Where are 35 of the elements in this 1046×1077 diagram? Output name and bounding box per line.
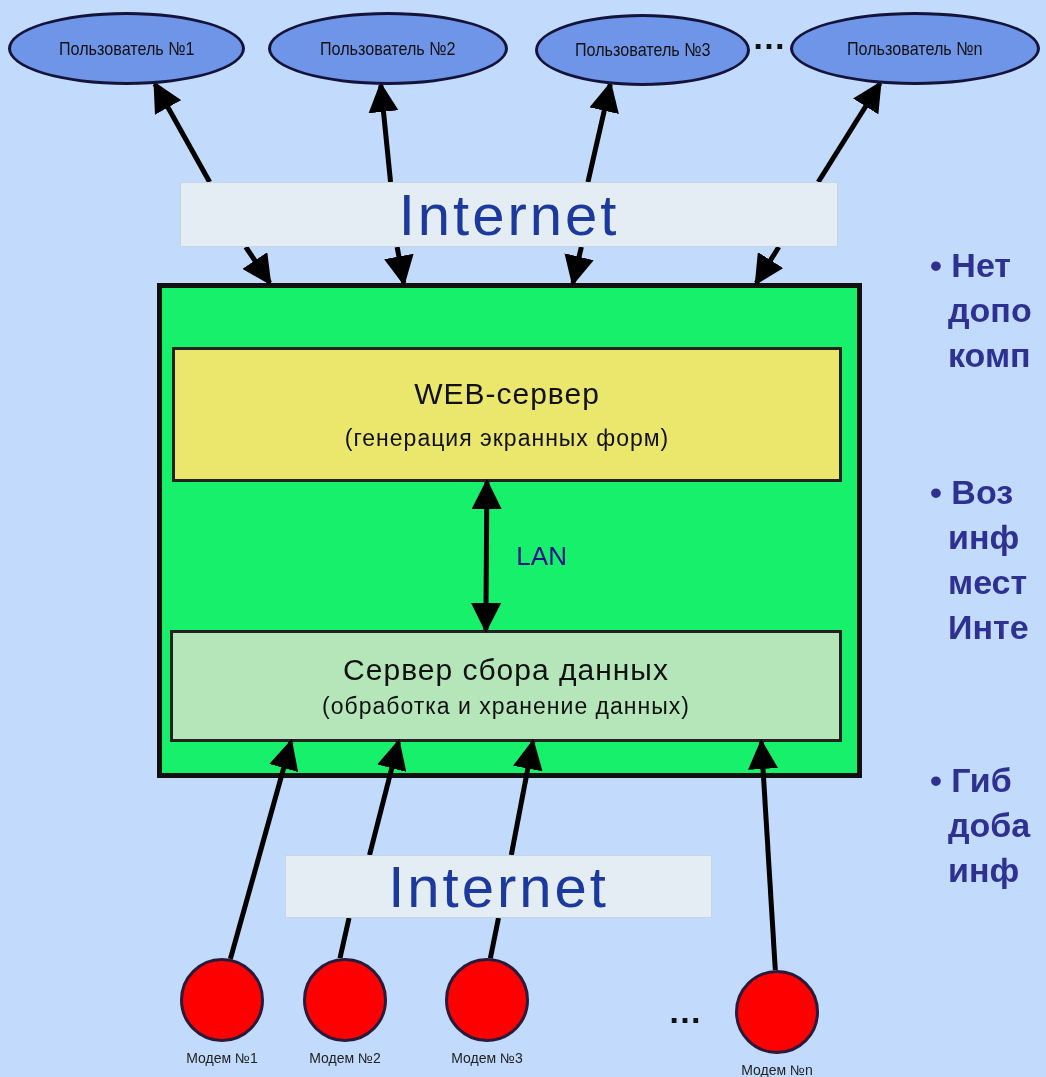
arrow bbox=[748, 739, 778, 971]
user-label: Пользователь №2 bbox=[320, 37, 456, 60]
arrow bbox=[564, 246, 594, 286]
bullet-point-text: • Гиб доба инф bbox=[930, 760, 1032, 891]
ellipsis-mark: … bbox=[752, 18, 786, 57]
arrow bbox=[367, 739, 407, 856]
arrow bbox=[242, 245, 272, 286]
data-server-box bbox=[170, 630, 842, 742]
box-subtitle: (генерация экранных форм) bbox=[344, 425, 670, 452]
modem-caption: Модем №n bbox=[741, 1062, 813, 1077]
web-server-box bbox=[172, 347, 842, 482]
modem-caption: Модем №1 bbox=[186, 1050, 258, 1066]
box-subtitle: (обработка и хранение данных) bbox=[322, 692, 690, 720]
arrow bbox=[508, 739, 543, 856]
band-label: Internet bbox=[388, 857, 609, 916]
arrow bbox=[228, 739, 299, 960]
box-title: WEB-сервер bbox=[414, 377, 600, 411]
arrow bbox=[754, 245, 784, 286]
bullet-point-text: • Нет допо комп bbox=[930, 245, 1033, 376]
arrow bbox=[816, 81, 883, 184]
user-label: Пользователь №1 bbox=[58, 37, 195, 60]
box-title: Сервер сбора данных bbox=[343, 652, 669, 687]
user-label: Пользователь №n bbox=[847, 37, 983, 60]
arrow bbox=[152, 81, 212, 184]
modem-caption: Модем №2 bbox=[309, 1050, 381, 1066]
band-label: Internet bbox=[398, 185, 620, 244]
arrow bbox=[384, 246, 414, 286]
server-container bbox=[157, 283, 862, 778]
modem-caption: Модем №3 bbox=[451, 1050, 523, 1066]
user-label: Пользователь №3 bbox=[574, 39, 711, 61]
arrow bbox=[471, 479, 502, 633]
bullet-point-text: • Воз инф мест Инте bbox=[930, 472, 1030, 648]
ellipsis-mark: … bbox=[668, 992, 702, 1031]
internet-band bbox=[285, 855, 712, 918]
internet-band bbox=[180, 182, 838, 247]
